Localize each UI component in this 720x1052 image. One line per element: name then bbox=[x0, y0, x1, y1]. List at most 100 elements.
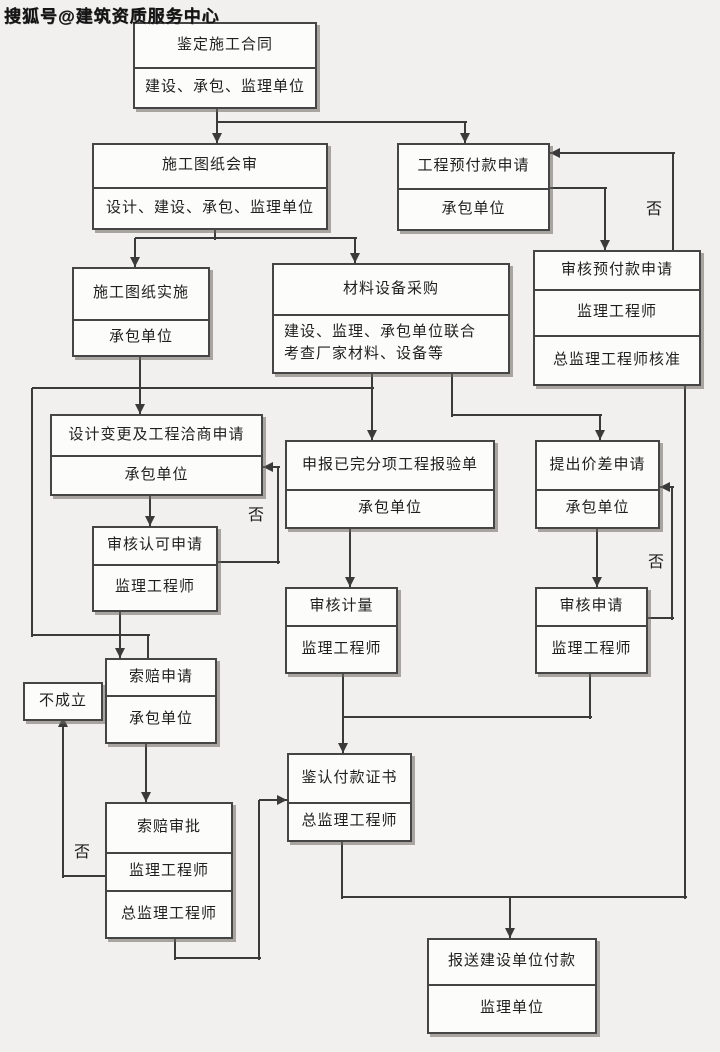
flow-connector bbox=[32, 387, 374, 389]
flow-connector bbox=[604, 188, 606, 252]
flow-box-advance-payment-application: 工程预付款申请承包单位 bbox=[397, 143, 550, 231]
flow-box-row: 建设、监理、承包单位联合 考查厂家材料、设备等 bbox=[274, 314, 508, 372]
flow-box-row: 审核申请 bbox=[559, 598, 624, 615]
arrowhead-down-icon bbox=[592, 577, 602, 587]
flow-box-appraise-construction-contract: 鉴定施工合同建设、承包、监理单位 bbox=[133, 22, 317, 109]
arrowhead-down-icon bbox=[350, 253, 360, 263]
arrowhead-down-icon bbox=[367, 430, 377, 440]
watermark-text: 搜狐号@建筑资质服务中心 bbox=[4, 7, 220, 26]
flow-box-submit-owner-payment: 报送建设单位付款监理单位 bbox=[427, 938, 597, 1034]
flow-box-row: 施工图纸实施 bbox=[92, 285, 189, 302]
flow-connector bbox=[259, 799, 289, 801]
flow-box-row: 总监理工程师核准 bbox=[535, 335, 699, 384]
flow-connector bbox=[509, 897, 511, 940]
flow-box-row: 监理工程师 bbox=[535, 289, 699, 335]
flow-box-row: 提出价差申请 bbox=[549, 456, 646, 473]
arrowhead-down-icon bbox=[345, 577, 355, 587]
flow-connector bbox=[217, 121, 467, 123]
no-label-price-difference: 否 bbox=[646, 548, 668, 572]
arrowhead-down-icon bbox=[212, 133, 222, 143]
flow-box-completed-subitem-inspection: 申报已完分项工程报验单承包单位 bbox=[285, 440, 495, 529]
flow-box-row: 建设、承包、监理单位 bbox=[135, 67, 315, 107]
arrowhead-down-icon bbox=[338, 743, 348, 753]
flow-box-review-approval-application: 审核认可申请监理工程师 bbox=[92, 526, 218, 612]
flow-connector bbox=[589, 670, 591, 719]
flow-connector bbox=[119, 608, 121, 660]
flow-connector bbox=[174, 935, 176, 960]
no-label-design-change: 否 bbox=[246, 501, 268, 525]
flow-connector bbox=[139, 353, 141, 416]
flow-connector bbox=[31, 388, 33, 637]
flow-connector bbox=[277, 467, 279, 564]
flow-connector bbox=[147, 635, 149, 660]
flow-box-row: 监理单位 bbox=[429, 984, 595, 1032]
flow-box-review-measurement: 审核计量监理工程师 bbox=[285, 587, 398, 674]
arrowhead-down-icon bbox=[460, 133, 470, 143]
flow-box-claim-approval: 索赔审批监理工程师总监理工程师 bbox=[105, 802, 233, 939]
flow-connector bbox=[342, 670, 344, 755]
flow-box-material-equipment-procurement: 材料设备采购建设、监理、承包单位联合 考查厂家材料、设备等 bbox=[272, 263, 510, 374]
flow-box-row: 审核计量 bbox=[309, 598, 374, 615]
flow-box-drawing-implementation: 施工图纸实施承包单位 bbox=[72, 267, 210, 357]
flow-box-row: 承包单位 bbox=[107, 695, 215, 742]
flow-box-row: 索赔审批 bbox=[136, 819, 201, 836]
flow-connector bbox=[596, 525, 598, 589]
flow-box-row: 审核认可申请 bbox=[106, 537, 203, 554]
flow-box-row: 监理工程师 bbox=[107, 852, 231, 890]
flow-box-row: 审核预付款申请 bbox=[560, 261, 673, 278]
no-label-advance-payment: 否 bbox=[644, 195, 666, 219]
flow-connector bbox=[349, 525, 351, 589]
arrowhead-down-icon bbox=[115, 648, 125, 658]
flow-connector bbox=[214, 226, 216, 240]
flow-connector bbox=[258, 800, 260, 960]
flow-connector bbox=[452, 414, 602, 416]
flow-box-row: 设计、建设、承包、监理单位 bbox=[94, 187, 326, 228]
flow-connector bbox=[63, 875, 107, 877]
flow-connector bbox=[648, 617, 674, 619]
flow-box-row: 申报已完分项工程报验单 bbox=[301, 456, 478, 473]
flow-connector bbox=[672, 153, 674, 252]
flow-box-row: 不成立 bbox=[38, 692, 87, 709]
flow-connector bbox=[451, 370, 453, 417]
arrowhead-right-icon bbox=[277, 795, 287, 805]
flow-box-claim-application: 索赔申请承包单位 bbox=[105, 658, 217, 744]
flow-connector bbox=[145, 740, 147, 804]
arrowhead-down-icon bbox=[141, 792, 151, 802]
flow-connector bbox=[175, 957, 261, 959]
flow-connector bbox=[371, 370, 373, 442]
flow-box-row: 承包单位 bbox=[52, 455, 261, 494]
arrowhead-left-icon bbox=[263, 462, 273, 472]
flow-box-row: 施工图纸会审 bbox=[161, 157, 258, 174]
flow-box-row: 承包单位 bbox=[399, 188, 548, 229]
flow-box-row: 承包单位 bbox=[74, 319, 208, 355]
arrowhead-up-icon bbox=[58, 717, 68, 727]
flow-box-design-change-negotiation: 设计变更及工程洽商申请承包单位 bbox=[50, 414, 263, 496]
flow-connector bbox=[343, 716, 592, 718]
flow-connector bbox=[550, 152, 675, 154]
no-label-claim: 否 bbox=[72, 838, 94, 862]
flow-box-construction-drawing-review: 施工图纸会审设计、建设、承包、监理单位 bbox=[92, 143, 328, 230]
flow-connector bbox=[671, 487, 673, 620]
flow-connector bbox=[599, 415, 601, 442]
arrowhead-down-icon bbox=[505, 928, 515, 938]
flow-box-row: 鉴认付款证书 bbox=[301, 769, 398, 786]
flow-box-row: 承包单位 bbox=[287, 489, 493, 527]
arrowhead-down-icon bbox=[600, 240, 610, 250]
flow-box-not-established: 不成立 bbox=[23, 682, 103, 721]
flow-box-review-application: 审核申请监理工程师 bbox=[535, 587, 648, 674]
flow-box-row: 监理工程师 bbox=[94, 564, 216, 610]
flow-box-review-advance-payment: 审核预付款申请监理工程师总监理工程师核准 bbox=[533, 250, 701, 386]
flow-connector bbox=[135, 237, 357, 239]
flow-connector bbox=[354, 238, 356, 265]
flow-connector bbox=[342, 896, 687, 898]
flow-box-row: 总监理工程师 bbox=[289, 802, 410, 840]
flow-connector bbox=[684, 382, 686, 899]
arrowhead-down-icon bbox=[130, 257, 140, 267]
flow-box-row: 报送建设单位付款 bbox=[447, 953, 576, 970]
flow-box-row: 工程预付款申请 bbox=[417, 157, 530, 174]
flow-connector bbox=[341, 838, 343, 899]
flow-box-row: 承包单位 bbox=[537, 489, 658, 527]
flow-connector bbox=[550, 187, 607, 189]
flow-connector bbox=[62, 717, 64, 878]
